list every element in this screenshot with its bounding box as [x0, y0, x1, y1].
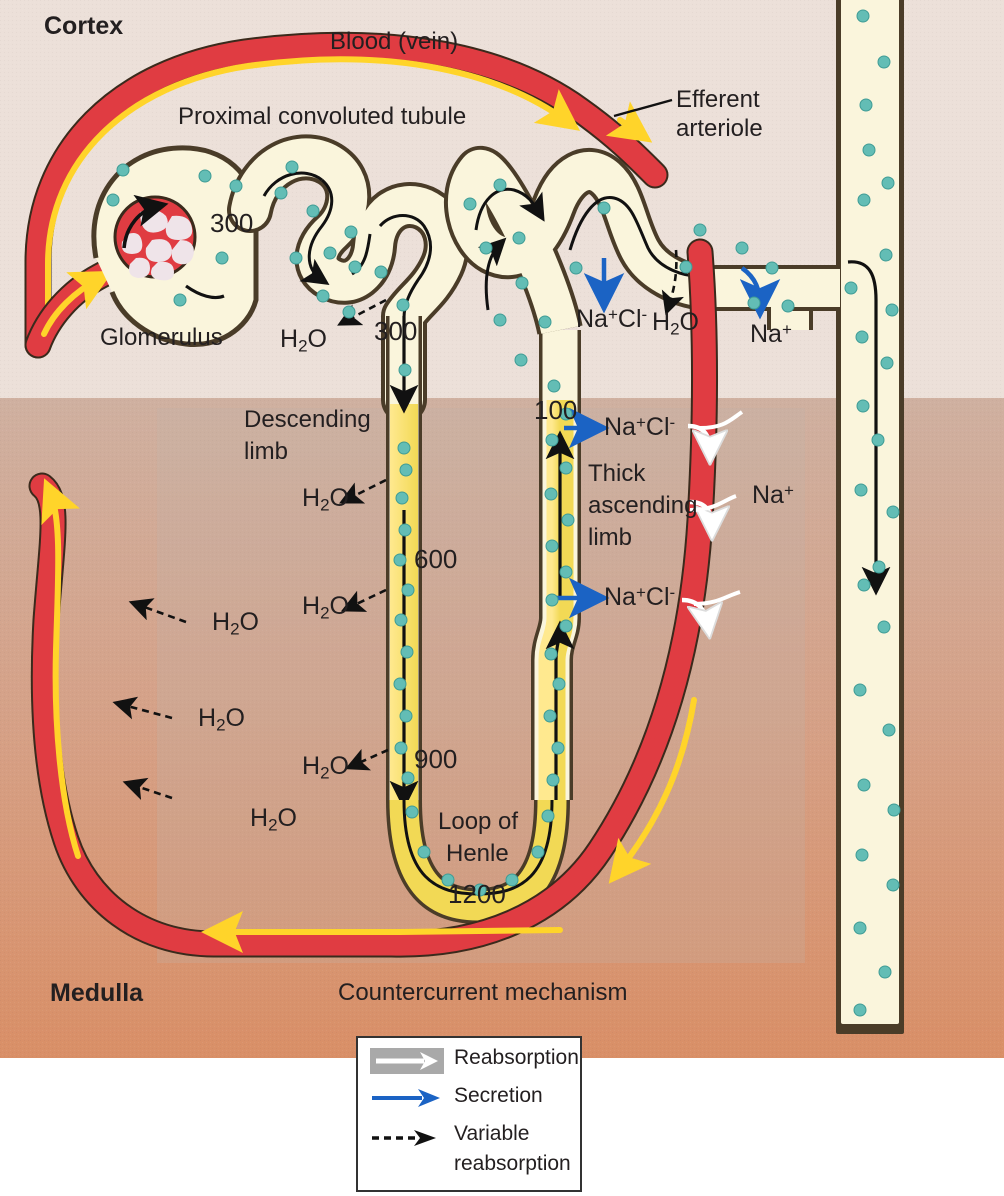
countercurrent-region-box: [157, 408, 805, 963]
label-glomerulus: Glomerulus: [100, 324, 223, 351]
reabsorption-arrow: [681, 597, 708, 626]
legend-swatch-reabsorption: [370, 1048, 444, 1074]
osmolarity-900-descending: 900: [414, 744, 458, 774]
label-loop-of-henle-line1: Loop of: [438, 808, 519, 835]
region-label-cortex: Cortex: [44, 12, 124, 40]
annotation-h2o-descending-3: H2O: [302, 752, 349, 783]
label-efferent-arteriole-line1: Efferent: [676, 86, 760, 113]
annotation-h2o-vasarecta-3: H2O: [250, 804, 297, 835]
region-label-medulla: Medulla: [50, 979, 144, 1007]
proximal-convoluted-tubule: [227, 134, 470, 423]
osmolarity-300-proximal-start: 300: [210, 208, 254, 238]
legend-label-variable-line2: reabsorption: [454, 1152, 571, 1175]
secretion-arrow-icon: [372, 1089, 440, 1107]
annotation-h2o-descending-2: H2O: [302, 592, 349, 623]
annotation-h2o-dct: H2O: [652, 308, 699, 339]
osmolarity-600-descending: 600: [414, 544, 458, 574]
label-countercurrent-mechanism: Countercurrent mechanism: [338, 979, 628, 1006]
osmolarity-1200-loop-bottom: 1200: [448, 879, 506, 909]
annotation-na-vasarecta: Na+: [752, 481, 794, 510]
reabsorption-arrow-icon: [376, 1052, 438, 1070]
annotation-h2o-pct: H2O: [280, 325, 327, 356]
legend-label-reabsorption: Reabsorption: [454, 1046, 579, 1069]
label-thick-ascending-limb-line3: limb: [588, 524, 633, 551]
label-thick-ascending-limb-line2: ascending: [588, 492, 698, 519]
annotation-nacl-tal-1: Na+Cl-: [604, 413, 676, 442]
label-proximal-convoluted-tubule: Proximal convoluted tubule: [178, 103, 467, 130]
secretion-arrows: [556, 258, 781, 619]
label-descending-limb-line2: limb: [244, 438, 289, 465]
label-efferent-arteriole-line2: arteriole: [676, 115, 763, 142]
vasa-recta-descending: [28, 238, 712, 958]
variable-reabsorption-arrow: [112, 696, 173, 720]
label-loop-of-henle-line2: Henle: [446, 840, 509, 867]
legend-swatch-secretion: [370, 1086, 444, 1110]
variable-reabsorption-arrows: [337, 249, 685, 771]
variable-reabsorption-arrow: [128, 598, 187, 624]
annotation-h2o-descending-1: H2O: [302, 484, 349, 515]
annotation-h2o-vasarecta-1: H2O: [212, 608, 259, 639]
legend-swatch-variable-reabsorption: [370, 1126, 444, 1150]
flow-arrow-filtrate-in: [122, 194, 169, 249]
legend-label-variable: Variable: [454, 1122, 530, 1145]
distal-convoluted-tubule: [443, 145, 813, 336]
variable-reabsorption-arrow: [122, 777, 173, 801]
label-blood-vein: Blood (vein): [330, 28, 459, 55]
label-descending-limb-line1: Descending: [244, 406, 371, 433]
blood-vessel-peritubular-arch: [24, 31, 669, 359]
osmolarity-100-ascending-top: 100: [534, 395, 578, 425]
variable-reabsorption-arrow-icon: [372, 1130, 436, 1146]
annotation-nacl-tal-2: Na+Cl-: [604, 583, 676, 612]
reabsorption-arrow: [687, 423, 710, 452]
leader-lines: [613, 98, 744, 606]
annotation-h2o-vasarecta-2: H2O: [198, 704, 245, 735]
legend: Reabsorption Secretion Variable reabsorp…: [356, 1036, 582, 1192]
annotation-na-dct: Na+: [750, 320, 792, 349]
legend-label-secretion: Secretion: [454, 1084, 543, 1107]
solute-dots: [106, 9, 901, 1017]
osmolarity-300-proximal-end: 300: [374, 316, 418, 346]
label-thick-ascending-limb-line1: Thick: [588, 460, 646, 487]
annotation-nacl-dct: Na+Cl-: [576, 305, 648, 334]
flow-line-capsule: [185, 284, 225, 300]
leader-efferent-arteriole: [613, 98, 673, 118]
